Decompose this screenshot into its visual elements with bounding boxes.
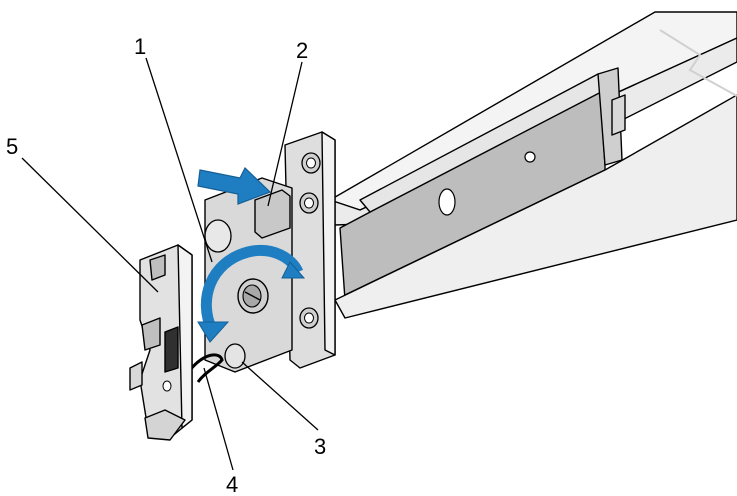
- mounting-plate: [284, 131, 336, 369]
- callout-leaders: [21, 57, 319, 471]
- latch-lower-boss: [224, 343, 246, 369]
- bracket-lower-tab: [129, 361, 143, 391]
- latch-release-button: [254, 189, 291, 239]
- plate-screw-bottom: [299, 307, 319, 329]
- callout-3: 3: [314, 434, 326, 459]
- rotate-arrow-icon: [197, 245, 306, 343]
- leader-line-5: [21, 157, 159, 293]
- rail: [329, 11, 737, 319]
- rail-end-tab: [611, 94, 626, 136]
- bracket-slot-dark: [164, 326, 179, 373]
- callout-1: 1: [134, 34, 146, 59]
- front-bracket: [129, 244, 193, 441]
- plate-edge: [321, 131, 336, 356]
- bracket-hole: [162, 380, 172, 392]
- callout-2: 2: [296, 38, 308, 63]
- rail-lower-face: [334, 94, 737, 319]
- bracket-notch-middle: [141, 317, 161, 351]
- leader-line-2: [267, 61, 303, 207]
- bracket-side: [177, 244, 193, 429]
- latch-upper-boss: [204, 219, 232, 253]
- callout-labels: 1 2 3 4 5: [6, 34, 326, 496]
- leader-line-3: [241, 361, 319, 431]
- bracket-notch-upper: [149, 254, 166, 281]
- leader-line-4: [203, 367, 234, 471]
- callout-5: 5: [6, 134, 18, 159]
- latch-mechanism: [188, 177, 293, 383]
- rail-break-mark: [659, 29, 737, 97]
- callout-4: 4: [226, 472, 238, 496]
- rotation-knob: [237, 278, 269, 314]
- leader-line-1: [145, 57, 213, 263]
- plate-screw-top: [301, 152, 321, 174]
- rail-slot: [438, 188, 456, 216]
- rail-hole: [524, 151, 536, 163]
- push-arrow-icon: [197, 167, 272, 205]
- latch-spring: [188, 353, 224, 383]
- bracket-foot: [144, 409, 186, 441]
- plate-screw-middle: [299, 192, 319, 214]
